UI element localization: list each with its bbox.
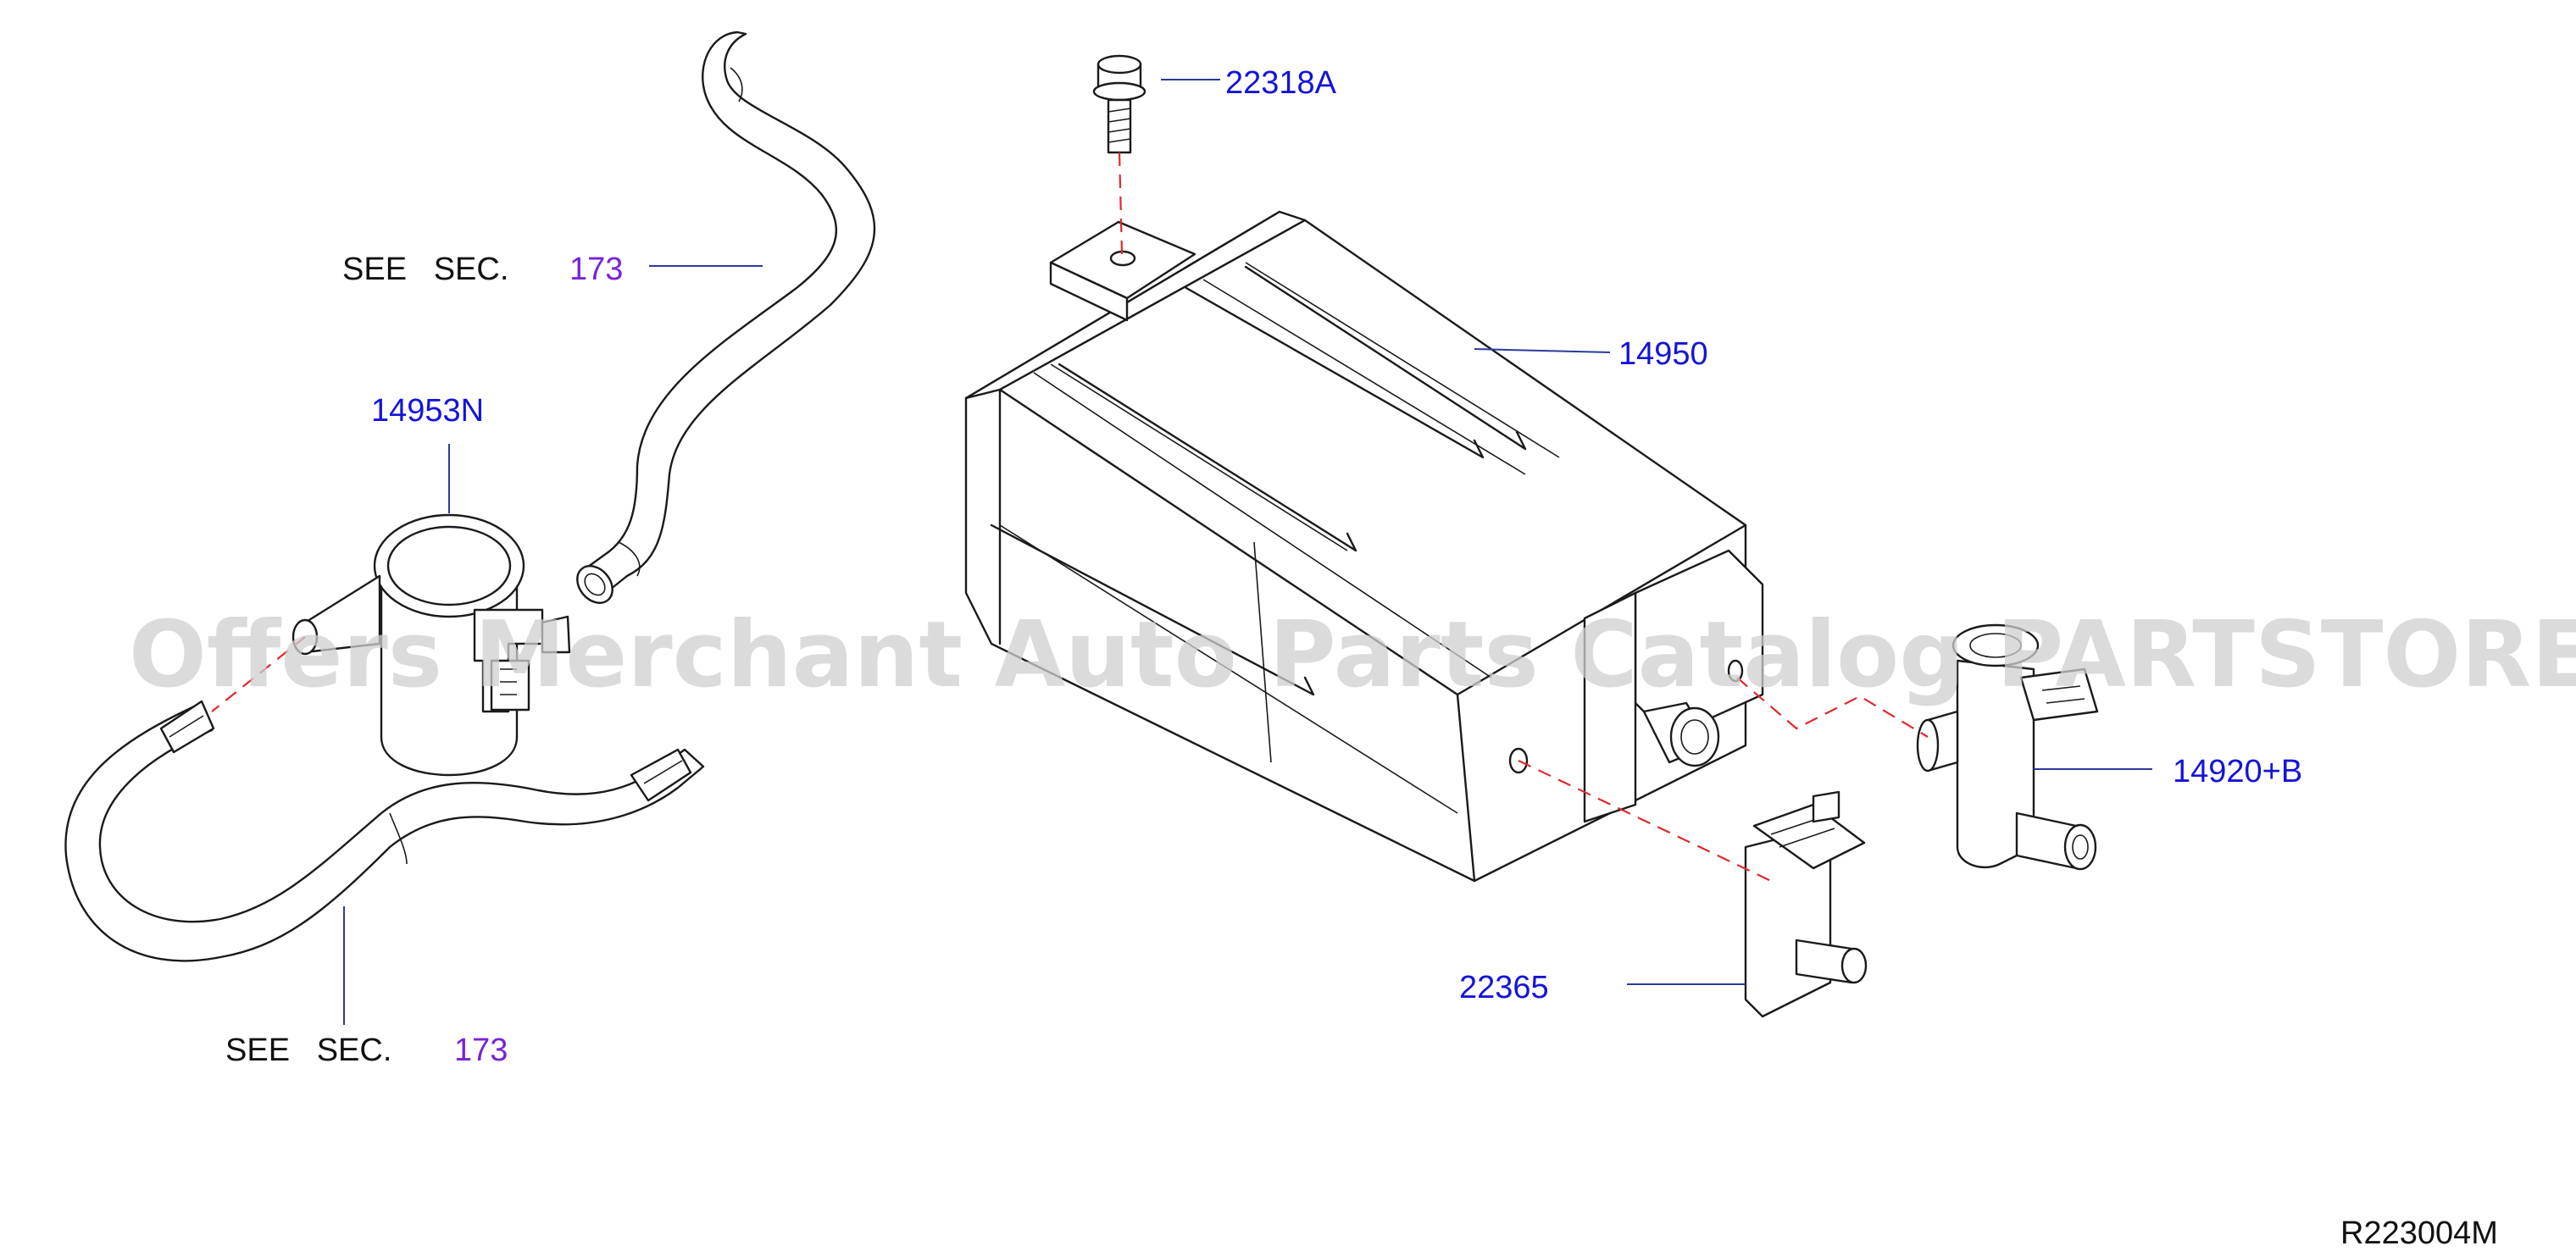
- watermark-text: Offers Merchant Auto Parts Catalog PARTS…: [129, 602, 2576, 708]
- solenoid-14920b: [1916, 623, 2099, 871]
- callout-14953n[interactable]: 14953N: [371, 393, 484, 429]
- see-sec-upper-number[interactable]: 173: [569, 252, 623, 287]
- valve-14953n: [291, 513, 571, 777]
- lower-hose: [64, 700, 705, 962]
- vent-valve-22365: [1744, 790, 1868, 1018]
- see-sec-lower-text: SEE SEC.: [225, 1033, 391, 1068]
- callout-22365[interactable]: 22365: [1459, 970, 1549, 1005]
- callouts: 22318A 14950 14953N 14920+B 22365: [371, 65, 2302, 1005]
- see-sec-lower-number[interactable]: 173: [454, 1033, 508, 1068]
- canister-14950: [964, 210, 1764, 883]
- callout-22318a[interactable]: 22318A: [1225, 65, 1337, 101]
- bolt-22318a: [1092, 54, 1146, 154]
- section-references: SEE SEC. 173 SEE SEC. 173: [225, 252, 623, 1068]
- dashed-guides: [211, 152, 1929, 882]
- upper-hose: [576, 30, 876, 604]
- figure-code: R223004M: [2340, 1215, 2498, 1251]
- leader-lines: [343, 79, 2152, 1025]
- callout-14950[interactable]: 14950: [1618, 336, 1708, 372]
- callout-14920b[interactable]: 14920+B: [2173, 754, 2302, 789]
- see-sec-upper-text: SEE SEC.: [342, 252, 508, 287]
